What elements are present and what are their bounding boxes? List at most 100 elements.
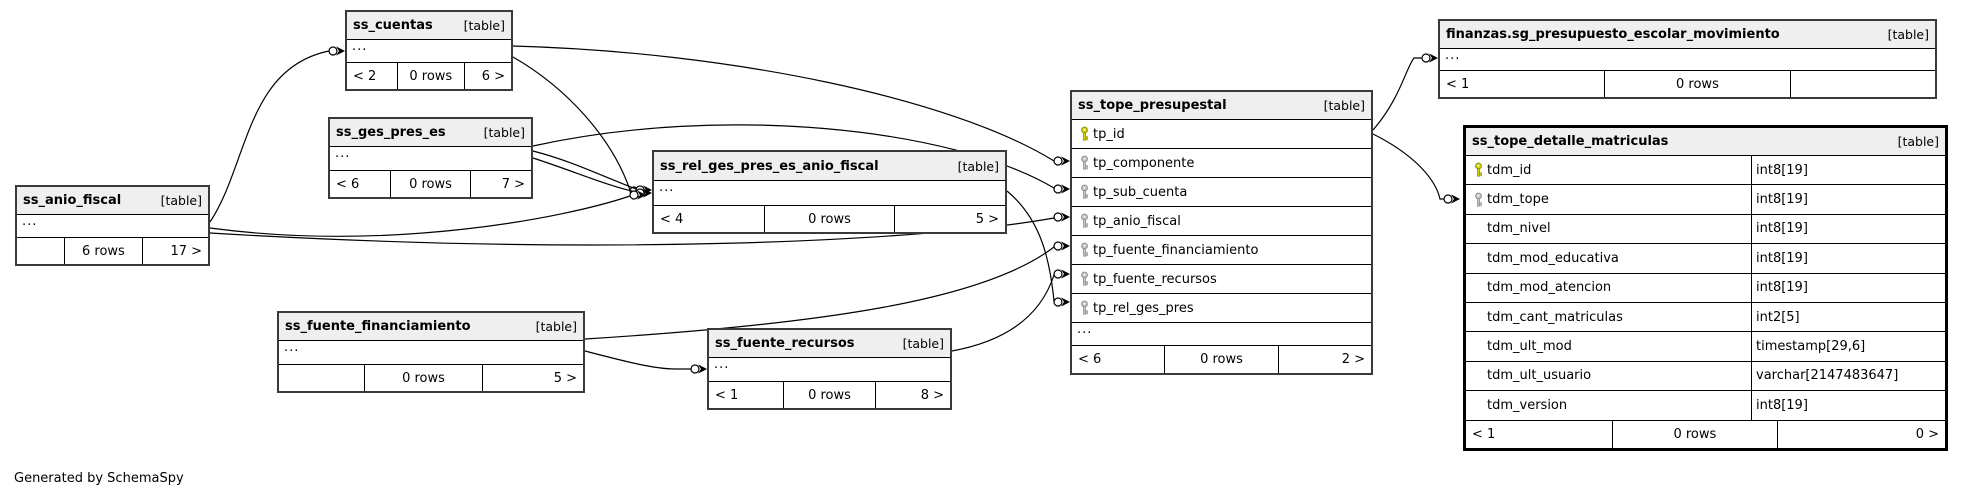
hidden-columns-indicator: ... xyxy=(1440,49,1935,71)
arrowhead-icon xyxy=(1451,194,1460,204)
table-ss_fuente_financiamiento[interactable]: ss_fuente_financiamiento[table]...0 rows… xyxy=(277,311,585,393)
table-header: ss_fuente_recursos [table] xyxy=(709,330,950,358)
table-type-tag: [table] xyxy=(1887,27,1929,42)
relationship-line xyxy=(951,274,1055,352)
relationship-ss_fuente_financiamiento-to-ss_tope_presupestal xyxy=(584,241,1070,340)
children-link[interactable]: 6 > xyxy=(463,63,511,89)
children-link[interactable]: 2 > xyxy=(1277,346,1371,373)
table-name[interactable]: ss_tope_detalle_matriculas xyxy=(1472,134,1669,149)
column-cell: tdm_ult_usuario xyxy=(1466,362,1751,390)
column-cell: tp_fuente_recursos xyxy=(1072,265,1371,293)
cardinality-circle-icon xyxy=(1053,269,1063,279)
children-link[interactable]: 5 > xyxy=(894,206,1005,232)
column-type: int8[19] xyxy=(1751,273,1945,302)
table-header: ss_cuentas [table] xyxy=(347,12,511,40)
column-cell: tdm_mod_educativa xyxy=(1466,244,1751,272)
column-type: varchar[2147483647] xyxy=(1751,361,1945,391)
row-count: 6 rows xyxy=(64,238,141,264)
parents-link[interactable]: < 4 xyxy=(660,211,684,227)
cardinality-circle-icon xyxy=(328,46,338,56)
table-name[interactable]: ss_ges_pres_es xyxy=(336,125,446,140)
column-cell: tdm_nivel xyxy=(1466,215,1751,243)
relationship-ss_ges_pres_es-to-ss_rel_ges_pres_es_anio_fiscal xyxy=(532,150,652,195)
row-count: 0 rows xyxy=(782,382,876,408)
arrowhead-icon xyxy=(1061,241,1070,251)
parents-link xyxy=(279,365,364,391)
children-link[interactable]: 5 > xyxy=(481,365,583,391)
relationship-ss_cuentas-to-ss_tope_presupestal xyxy=(512,45,1070,166)
arrowhead-icon xyxy=(1429,53,1438,63)
column-name: tp_anio_fiscal xyxy=(1093,213,1181,229)
foreign-key-icon xyxy=(1076,242,1093,258)
relationship-ss_tope_presupestal.tp_id-to-ss_tope_detalle_matriculas xyxy=(1372,133,1460,204)
table-header: ss_rel_ges_pres_es_anio_fiscal[table] xyxy=(654,152,1005,181)
table-name[interactable]: ss_fuente_recursos xyxy=(715,336,855,351)
parents-link[interactable]: < 1 xyxy=(1472,426,1496,442)
parents-link[interactable]: < 1 xyxy=(1446,76,1470,92)
column-type: int8[19] xyxy=(1751,244,1945,273)
foreign-key-icon xyxy=(1076,155,1093,171)
parents-link[interactable]: < 2 xyxy=(353,68,377,84)
table-name[interactable]: ss_rel_ges_pres_es_anio_fiscal xyxy=(660,158,879,174)
table-name[interactable]: ss_anio_fiscal xyxy=(23,193,122,208)
children-link[interactable]: 7 > xyxy=(470,171,531,197)
column-cell: tdm_id xyxy=(1466,156,1751,184)
children-link[interactable]: 8 > xyxy=(875,382,950,408)
table-name[interactable]: ss_fuente_financiamiento xyxy=(285,319,471,334)
relationship-line xyxy=(584,246,1055,340)
children-link[interactable]: 17 > xyxy=(141,238,209,264)
column-cell: tdm_cant_matriculas xyxy=(1466,303,1751,331)
table-name[interactable]: ss_cuentas xyxy=(353,18,433,33)
arrowhead-icon xyxy=(698,364,707,374)
primary-key-icon xyxy=(1076,126,1093,142)
parents-link[interactable]: < 1 xyxy=(715,387,739,403)
table-type-tag: [table] xyxy=(535,319,577,334)
children-link[interactable]: 0 > xyxy=(1776,420,1945,448)
table-type-tag: [table] xyxy=(483,125,525,140)
table-ss_rel_ges_pres_es_anio_fiscal[interactable]: ss_rel_ges_pres_es_anio_fiscal[table]...… xyxy=(652,150,1007,234)
table-type-tag: [table] xyxy=(463,18,505,33)
column-name: tdm_mod_atencion xyxy=(1487,280,1612,296)
column-type: int8[19] xyxy=(1751,214,1945,244)
arrowhead-icon xyxy=(1061,212,1070,222)
arrowhead-icon xyxy=(643,185,652,195)
parents-link[interactable]: < 6 xyxy=(1078,352,1102,367)
primary-key-icon xyxy=(1470,162,1487,178)
hidden-columns-indicator: ... xyxy=(17,215,208,238)
column-type: int8[19] xyxy=(1751,391,1945,420)
table-name[interactable]: ss_tope_presupestal xyxy=(1078,98,1227,113)
parents-link xyxy=(17,238,64,264)
table-type-tag: [table] xyxy=(1897,134,1939,149)
table-type-tag: [table] xyxy=(902,336,944,351)
foreign-key-icon xyxy=(1076,213,1093,229)
table-finanzas.sg_presupuesto_escolar_movimiento[interactable]: finanzas.sg_presupuesto_escolar_movimien… xyxy=(1438,19,1937,99)
relationship-line xyxy=(584,350,691,370)
relationship-line xyxy=(1006,190,1055,302)
column-cell: tdm_ult_mod xyxy=(1466,332,1751,360)
column-name: tdm_ult_mod xyxy=(1487,339,1572,355)
parents-link[interactable]: < 6 xyxy=(336,176,360,192)
column-row-tp_fuente_recursos: tp_fuente_recursos xyxy=(1072,265,1371,294)
cardinality-circle-icon xyxy=(1053,297,1063,307)
column-name: tp_rel_ges_pres xyxy=(1093,300,1194,316)
arrowhead-icon xyxy=(1061,156,1070,166)
hidden-columns-indicator: ... xyxy=(654,181,1005,206)
table-name[interactable]: finanzas.sg_presupuesto_escolar_movimien… xyxy=(1446,27,1780,42)
relationship-line xyxy=(532,124,1055,189)
relationship-ss_tope_presupestal.tp_id-to-finanzas.sg_presupuesto_escolar_movimiento xyxy=(1372,53,1438,131)
cardinality-circle-icon xyxy=(1053,241,1063,251)
hidden-columns-indicator: ... xyxy=(347,40,511,63)
column-name: tp_sub_cuenta xyxy=(1093,184,1188,200)
